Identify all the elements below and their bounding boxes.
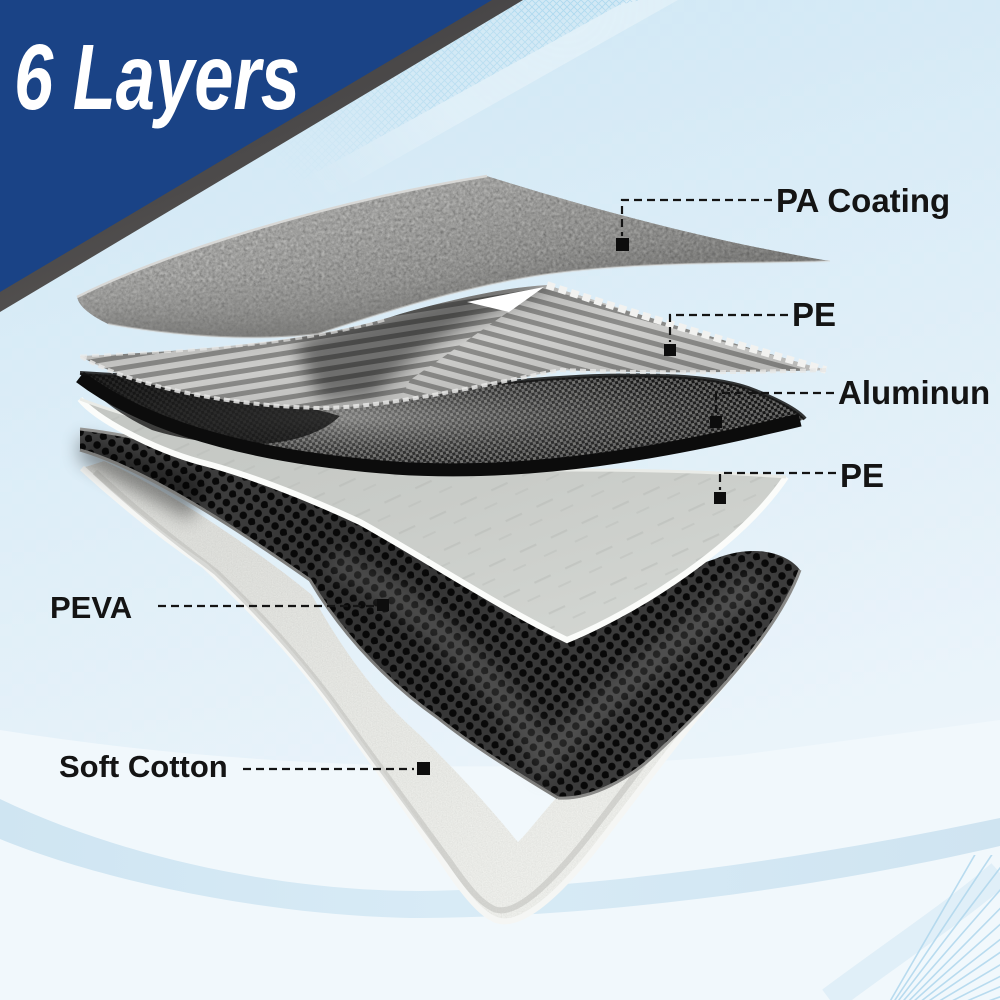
svg-text:PEVA: PEVA xyxy=(50,590,132,625)
svg-text:PE: PE xyxy=(840,457,884,494)
svg-text:Soft Cotton: Soft Cotton xyxy=(59,749,228,784)
svg-text:6 Layers: 6 Layers xyxy=(14,25,300,129)
svg-text:PE: PE xyxy=(792,296,836,333)
svg-text:Aluminun: Aluminun xyxy=(838,374,990,411)
svg-text:PA Coating: PA Coating xyxy=(776,182,950,219)
